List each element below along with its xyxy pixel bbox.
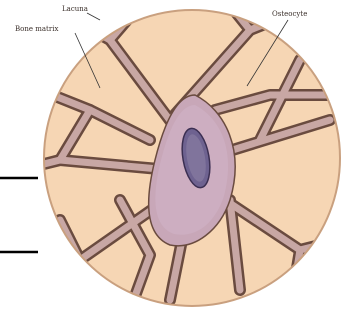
label-osteocyte: Osteocyte [272,10,307,18]
label-bone-matrix: Bone matrix [15,25,58,33]
bone-section-circle [20,5,340,310]
label-lacunae: Lacuna [62,5,88,13]
lacunae-leader [87,13,100,20]
